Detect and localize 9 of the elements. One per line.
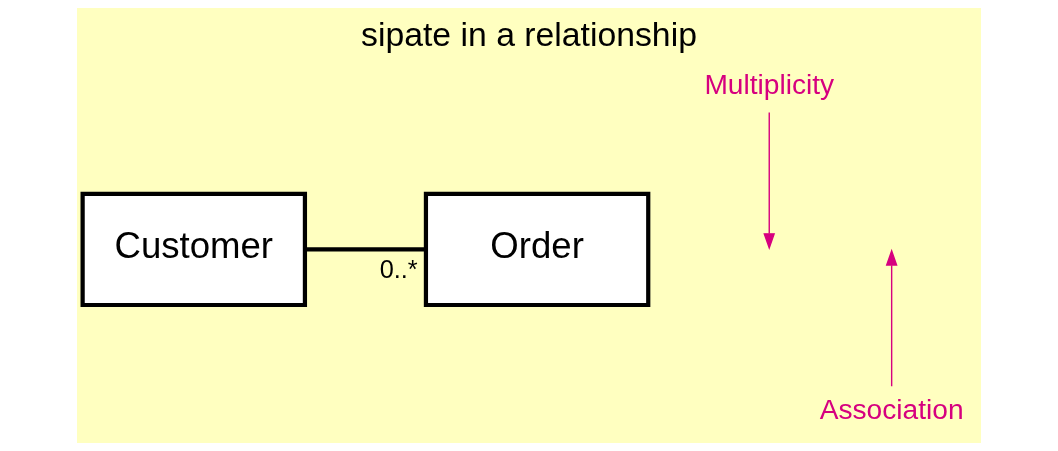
node-box: Customer — [80, 191, 308, 308]
node-text: Association — [819, 393, 964, 425]
arrow — [885, 248, 898, 387]
connector — [305, 247, 426, 252]
edge-label: 0..* — [379, 255, 418, 284]
node-text: Multiplicity — [704, 68, 835, 100]
node-box: Order — [423, 191, 651, 308]
diagram-title: sipate in a relationship — [361, 15, 697, 54]
arrow — [763, 111, 776, 251]
